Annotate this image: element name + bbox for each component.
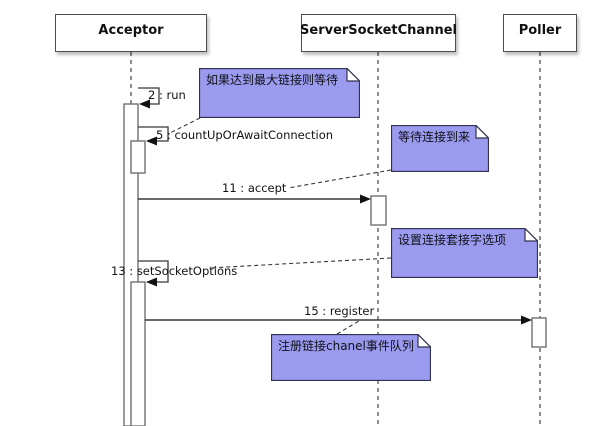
- message-accept-arrowhead: [360, 194, 371, 204]
- activation-serversocketchannel: [370, 195, 387, 226]
- participant-serversocketchannel: ServerSocketChannel: [300, 14, 457, 52]
- self-message-countup-line: [138, 126, 169, 142]
- note-shape: [391, 125, 489, 172]
- note-text: 等待连接到来: [398, 130, 471, 144]
- note-anchor-max-connections: [167, 117, 201, 135]
- activation-acceptor-countup: [130, 140, 146, 174]
- note-max-connections-wait: 如果达到最大链接则等待: [199, 68, 360, 118]
- note-text: 如果达到最大链接则等待: [206, 73, 339, 87]
- message-label-run: 2 : run: [148, 88, 186, 102]
- activation-poller: [531, 317, 547, 348]
- self-message-countup-arrowhead: [146, 136, 157, 146]
- note-set-socket-options: 设置连接套接字选项: [391, 228, 538, 278]
- message-register-arrowhead: [521, 315, 532, 325]
- message-label-register: 15 : register: [304, 304, 375, 318]
- note-shape: [271, 334, 431, 381]
- participant-acceptor: Acceptor: [55, 14, 207, 52]
- note-wait-for-connection: 等待连接到来: [391, 125, 489, 172]
- note-text: 注册链接chanel事件队列: [278, 339, 414, 353]
- note-fold-corner-icon: [346, 68, 360, 82]
- self-message-setsocketoptions-arrowhead: [146, 277, 157, 287]
- self-message-setsocketoptions-line: [138, 260, 169, 283]
- message-label-accept: 11 : accept: [222, 181, 287, 195]
- message-label-setsocketoptions: 13 : setSocketOptions: [111, 264, 238, 278]
- note-fold-corner-icon: [475, 125, 489, 139]
- message-label-countuporawaitconnection: 5 : countUpOrAwaitConnection: [156, 128, 334, 142]
- self-message-run-arrowhead: [139, 99, 150, 109]
- note-text: 设置连接套接字选项: [398, 233, 507, 247]
- note-shape: [391, 228, 538, 278]
- participant-poller: Poller: [503, 14, 577, 52]
- note-register-channel-event-queue: 注册链接chanel事件队列: [271, 334, 431, 381]
- note-shape: [199, 68, 360, 118]
- note-anchor-wait-connection: [287, 169, 392, 189]
- note-anchor-socket-options: [208, 257, 392, 269]
- note-anchor-register-queue: [336, 320, 360, 335]
- note-fold-corner-icon: [417, 334, 431, 348]
- activation-acceptor-setsocketoptions: [130, 281, 146, 426]
- note-fold-corner-icon: [524, 228, 538, 242]
